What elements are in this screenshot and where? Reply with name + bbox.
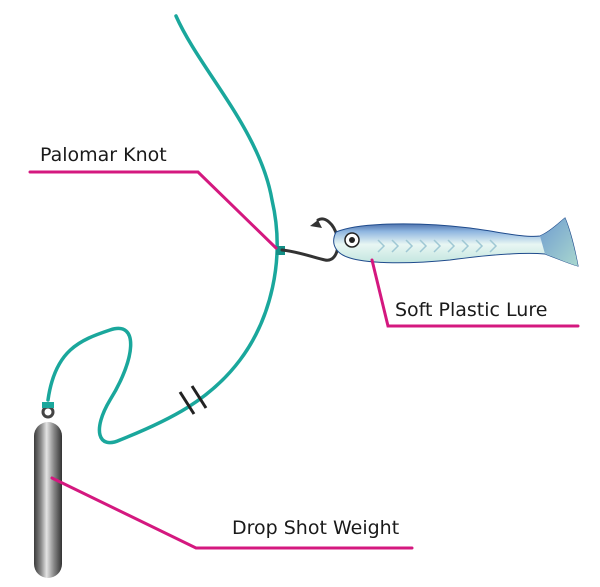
drop-shot-weight-label: Drop Shot Weight	[232, 517, 400, 539]
palomar-knot-marker	[276, 246, 285, 255]
soft-plastic-lure-label: Soft Plastic Lure	[395, 299, 548, 321]
soft-plastic-lure	[333, 217, 579, 267]
callout-line-lure	[370, 258, 580, 328]
line-break-marks	[178, 385, 208, 415]
hook	[280, 217, 340, 262]
palomar-knot-label: Palomar Knot	[40, 144, 167, 166]
callout-lines	[28, 170, 580, 550]
drop-shot-weight	[34, 402, 62, 578]
main-fishing-line	[46, 14, 279, 445]
callout-line-weight	[50, 476, 414, 550]
callout-line-knot	[28, 170, 278, 250]
